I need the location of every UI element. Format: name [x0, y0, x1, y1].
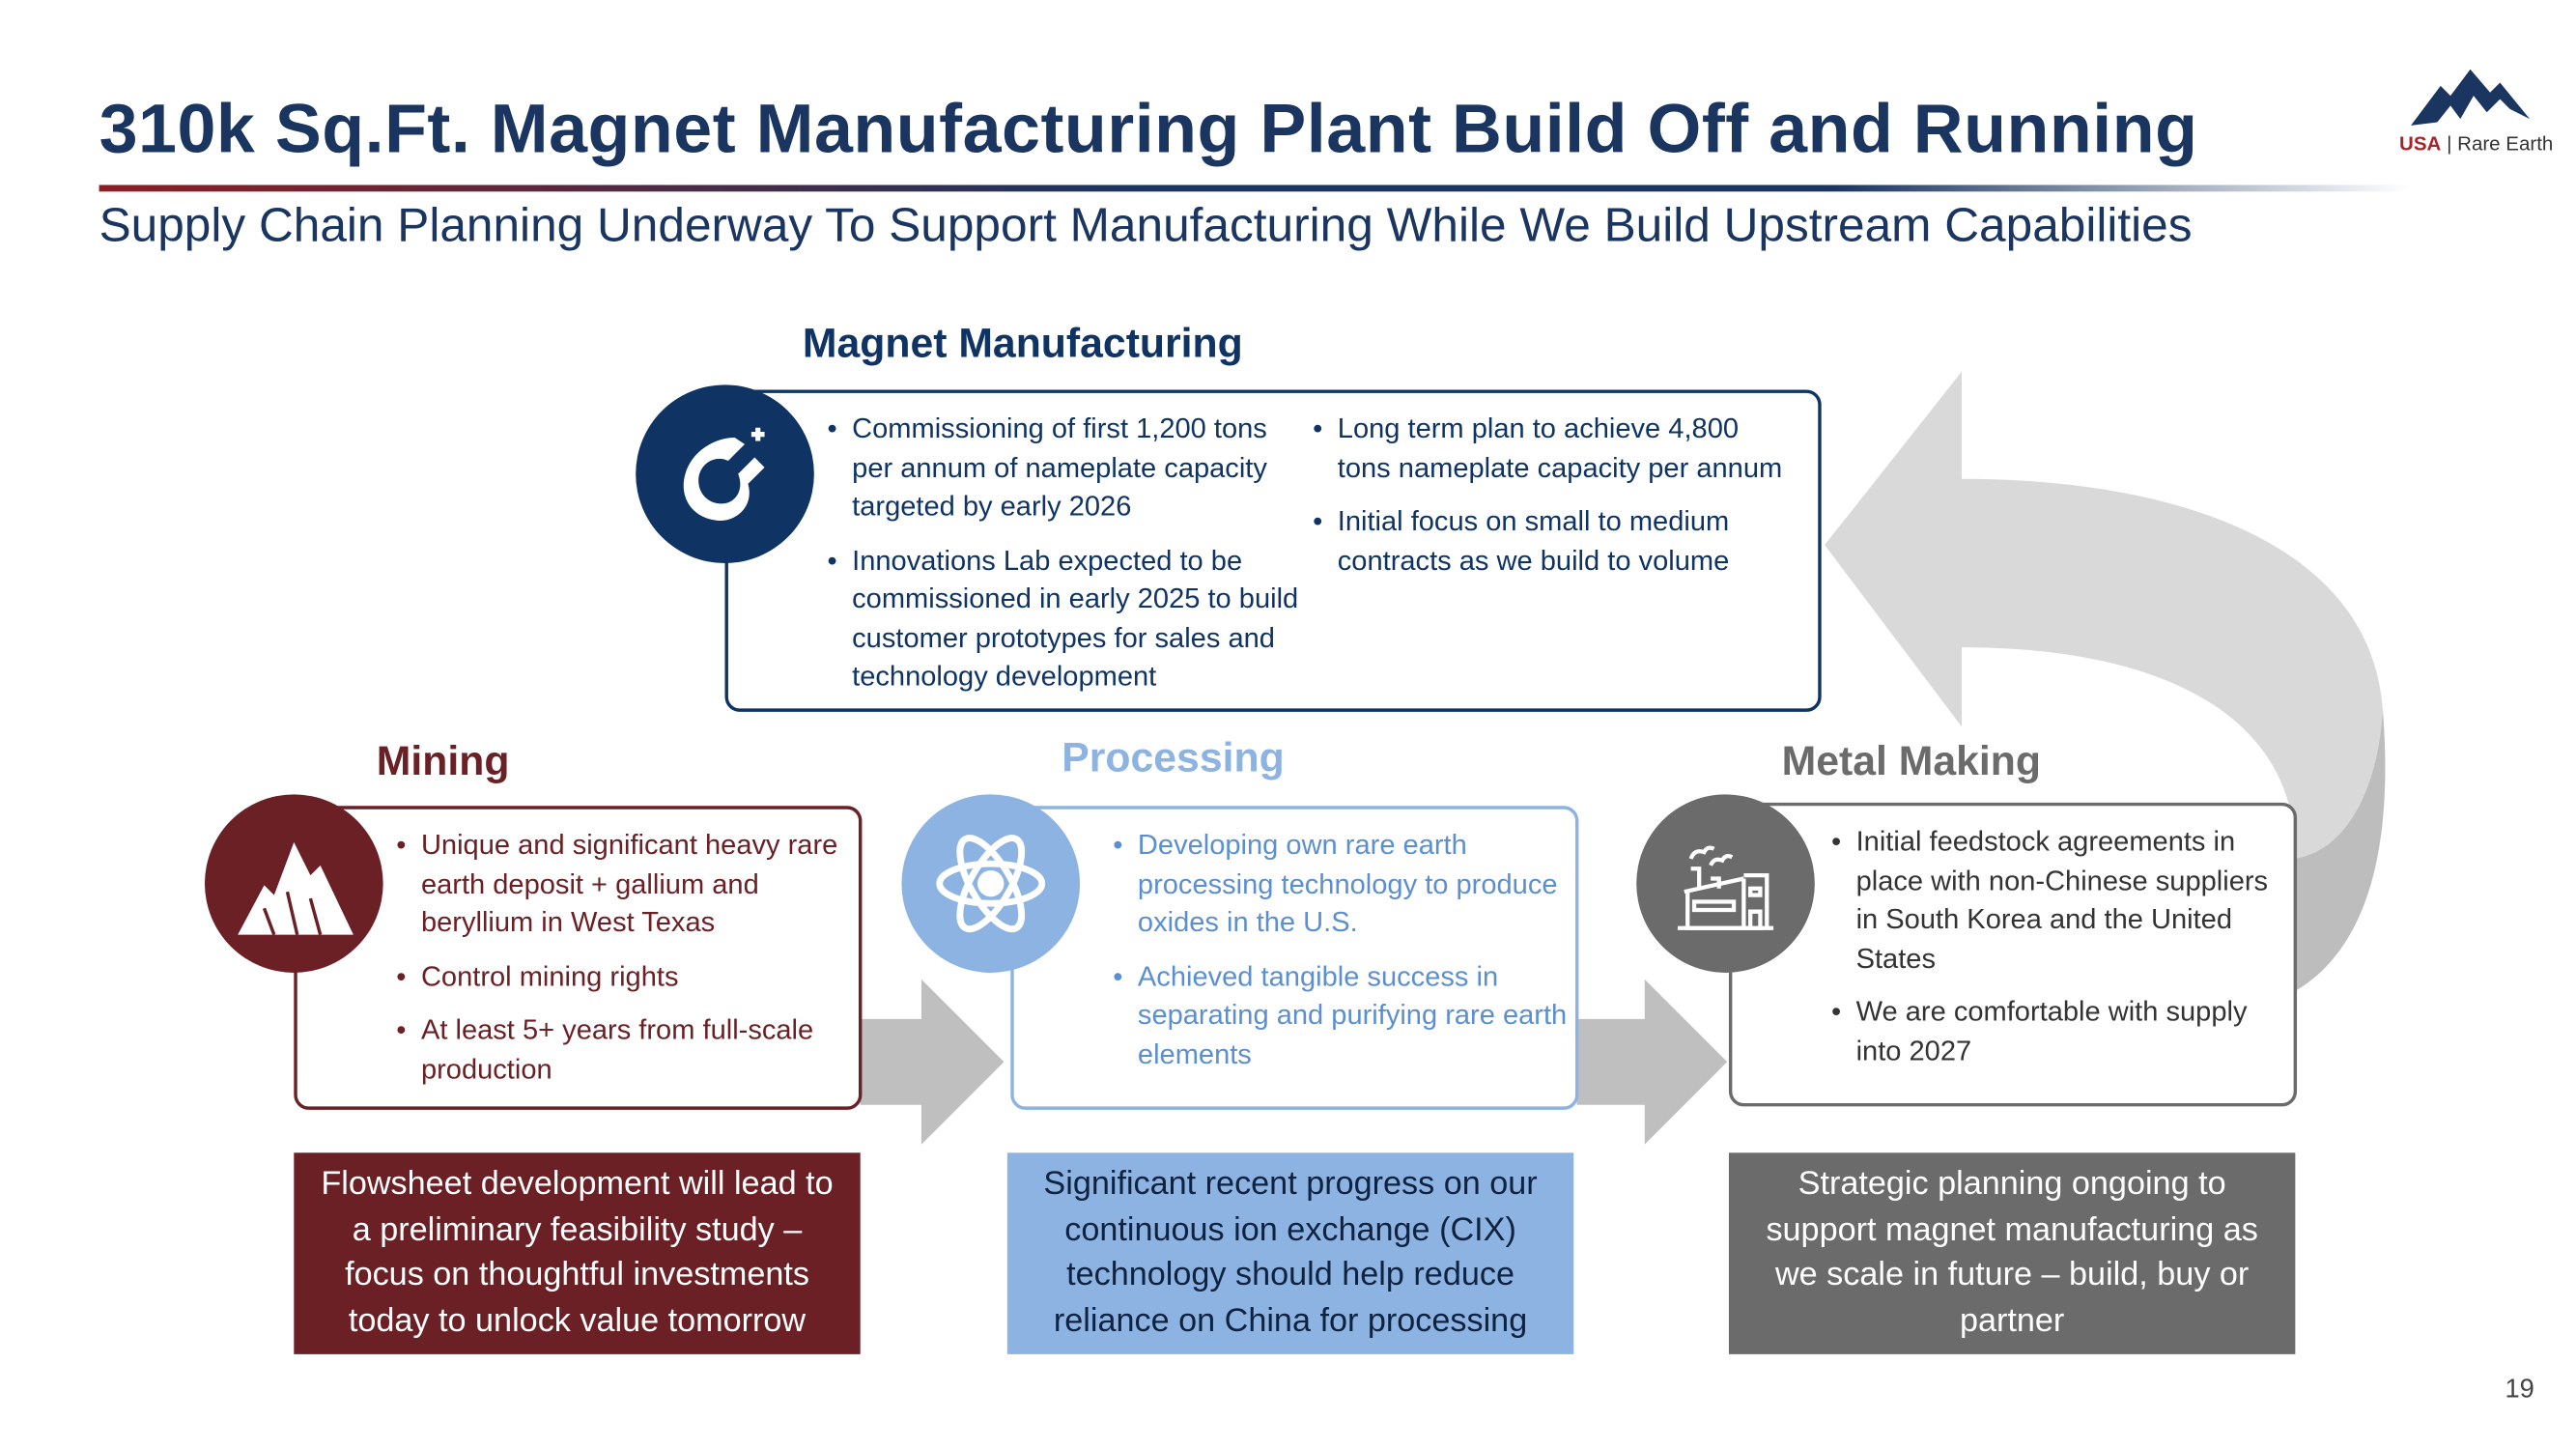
metal-box: Initial feedstock agreements in place wi…	[1728, 802, 2298, 1107]
arrow-processing-to-metal	[1576, 979, 1728, 1145]
mining-bullets: Unique and significant heavy rare earth …	[396, 826, 850, 1103]
magnet-bullets-1: Commissioning of first 1,200 tons per an…	[828, 410, 1315, 711]
metal-note: Strategic planning ongoing to support ma…	[1728, 1152, 2296, 1354]
bullet: Long term plan to achieve 4,800 tons nam…	[1313, 410, 1792, 487]
mining-box: Unique and significant heavy rare earth …	[294, 806, 863, 1110]
magnet-bullets-2: Long term plan to achieve 4,800 tons nam…	[1313, 410, 1792, 594]
return-arrow-lower	[2295, 710, 2386, 991]
title-divider	[99, 185, 2412, 192]
magnet-box: Commissioning of first 1,200 tons per an…	[724, 389, 1822, 712]
logo-brand: USA	[2399, 131, 2442, 156]
mining-heading: Mining	[376, 738, 510, 785]
bullet: Control mining rights	[396, 957, 850, 996]
mountain-icon	[204, 794, 383, 973]
return-arrow	[1825, 371, 2386, 991]
metal-heading: Metal Making	[1781, 738, 2042, 785]
page-number: 19	[2505, 1376, 2534, 1405]
bullet: At least 5+ years from full-scale produc…	[396, 1010, 850, 1088]
slide-subtitle: Supply Chain Planning Underway To Suppor…	[99, 199, 2193, 253]
magnet-icon	[636, 384, 814, 563]
atom-icon	[901, 794, 1081, 973]
arrow-mining-to-processing	[860, 979, 1005, 1145]
bullet: We are comfortable with supply into 2027	[1831, 992, 2285, 1069]
bullet: Commissioning of first 1,200 tons per an…	[828, 410, 1315, 526]
magnet-heading: Magnet Manufacturing	[802, 320, 1243, 367]
company-logo: USA | Rare Earth	[2392, 63, 2565, 165]
bullet: Achieved tangible success in separating …	[1113, 957, 1567, 1074]
bullet: Developing own rare earth processing tec…	[1113, 826, 1567, 943]
bullet: Initial focus on small to medium contrac…	[1313, 502, 1792, 580]
factory-icon	[1636, 794, 1815, 973]
logo-name: Rare Earth	[2457, 131, 2554, 156]
processing-bullets: Developing own rare earth processing tec…	[1113, 826, 1567, 1089]
processing-box: Developing own rare earth processing tec…	[1010, 806, 1579, 1110]
bullet: Unique and significant heavy rare earth …	[396, 826, 850, 943]
mining-note: Flowsheet development will lead to a pre…	[294, 1152, 861, 1354]
processing-heading: Processing	[1062, 734, 1285, 781]
bullet: Innovations Lab expected to be commissio…	[828, 541, 1315, 696]
processing-note: Significant recent progress on our conti…	[1006, 1152, 1574, 1354]
metal-bullets: Initial feedstock agreements in place wi…	[1831, 822, 2285, 1085]
mountain-logo-icon	[2411, 69, 2531, 126]
bullet: Initial feedstock agreements in place wi…	[1831, 822, 2285, 978]
slide-title: 310k Sq.Ft. Magnet Manufacturing Plant B…	[99, 89, 2198, 167]
